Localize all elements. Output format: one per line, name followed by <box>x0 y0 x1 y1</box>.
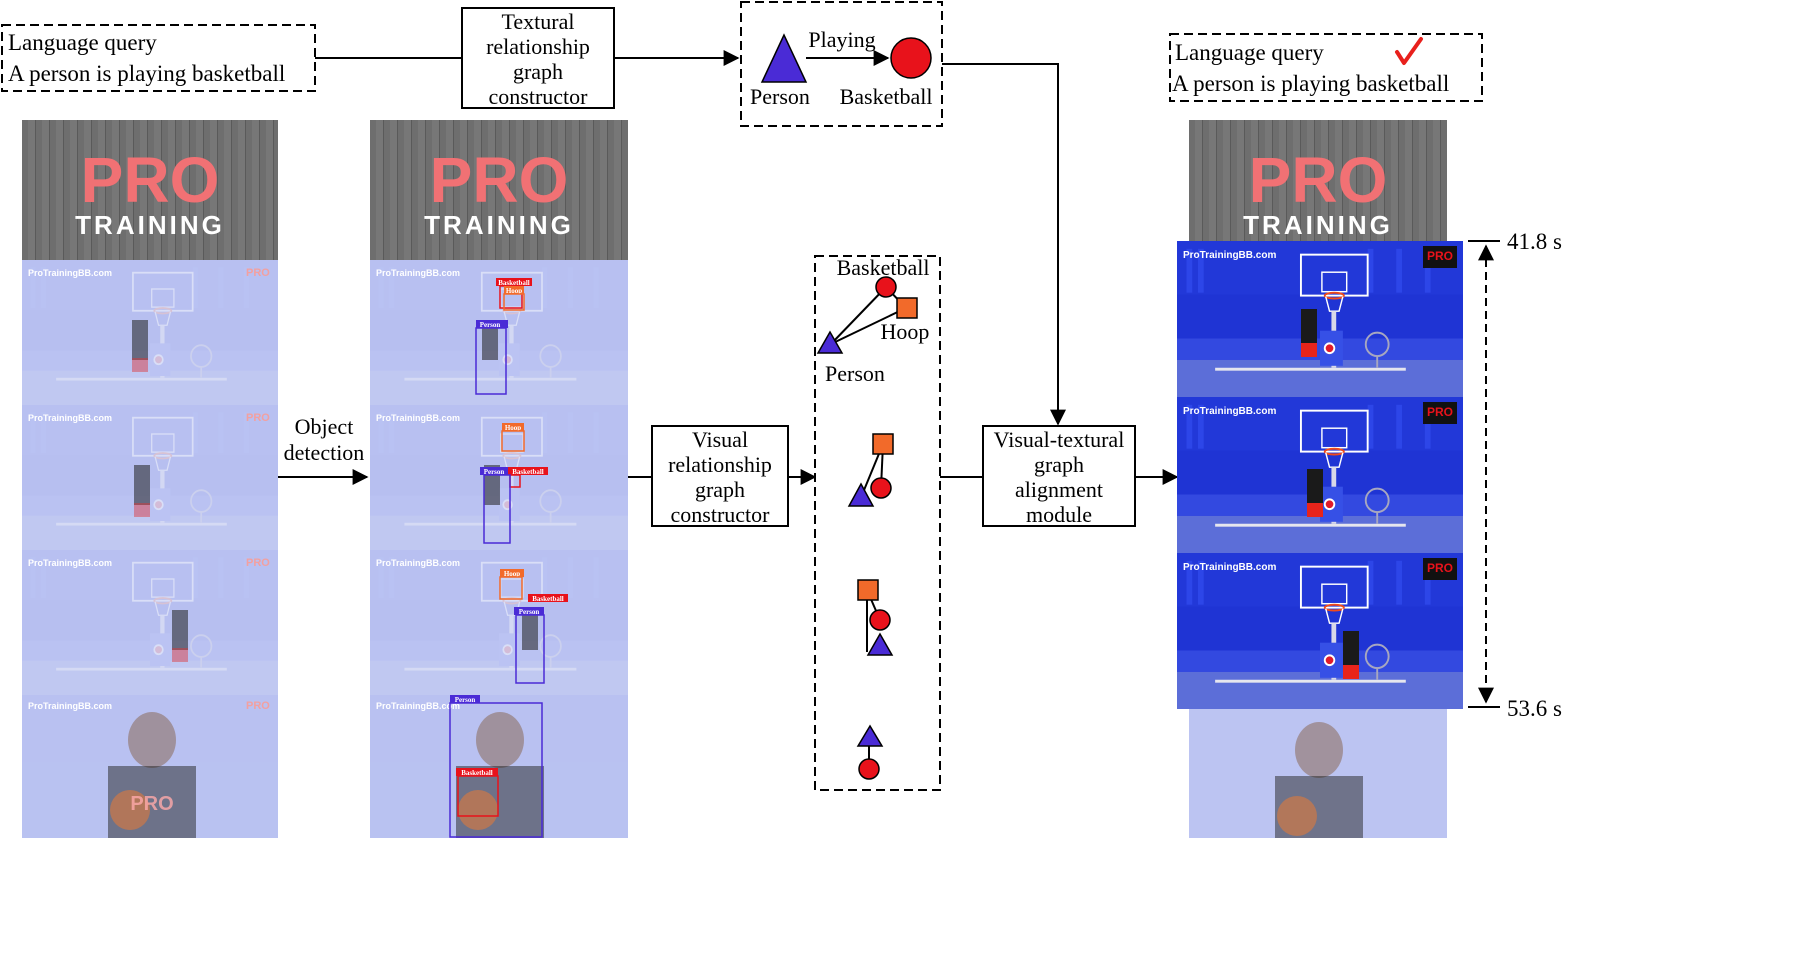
det-basketball-4: Basketball <box>461 769 493 777</box>
badge-2: PRO <box>246 412 270 424</box>
video-frames-highlighted: ProTrainingBB.com ProTrainingBB.com ProT… <box>1177 241 1463 709</box>
watermark-4: ProTrainingBB.com <box>28 701 112 711</box>
det-person-4: Person <box>455 696 476 704</box>
badge-o1: PRO <box>1427 249 1453 263</box>
watermark-1: ProTrainingBB.com <box>28 268 112 278</box>
vg3-person-icon <box>866 632 894 656</box>
badge-4: PRO <box>246 700 270 712</box>
visual-constructor-line2: relationship <box>668 452 772 477</box>
visual-constructor-line4: constructor <box>671 502 771 527</box>
vg1-hoop-icon <box>896 297 918 319</box>
query-input-title: Language query <box>8 30 157 55</box>
video-frames-output: PRO TRAINING <box>1189 120 1447 838</box>
query-output-box: Language query A person is playing baske… <box>1169 33 1483 102</box>
textual-constructor-line2: relationship <box>486 34 590 59</box>
vg1-basketball-label: Basketball <box>837 255 930 280</box>
detections-frame-2: Hoop Person Basketball <box>480 423 548 544</box>
vg4-person-icon <box>856 724 884 747</box>
brand-top-2: PRO <box>430 144 569 216</box>
det-hoop-1: Hoop <box>506 287 522 295</box>
object-detection-line1: Object <box>295 414 354 439</box>
watermark-d1: ProTrainingBB.com <box>376 268 460 278</box>
vg2-basketball-icon <box>870 477 892 499</box>
textual-constructor-line4: constructor <box>489 84 589 109</box>
det-basketball-3: Basketball <box>532 595 564 603</box>
vg2-person-icon <box>847 482 875 507</box>
edge-textgraph-to-alignment <box>942 63 1066 426</box>
visual-graph-2 <box>847 433 894 507</box>
textual-graph-constructor: Textural relationship graph constructor <box>461 7 615 109</box>
watermark-d4: ProTrainingBB.com <box>376 701 460 711</box>
check-mark-icon <box>1395 37 1423 65</box>
vg4-basketball-icon <box>858 758 880 780</box>
brand-bottom-2: TRAINING <box>424 210 574 240</box>
object-detection-line2: detection <box>284 440 365 465</box>
watermark-o3: ProTrainingBB.com <box>1183 562 1276 573</box>
alignment-module: Visual-textural graph alignment module <box>982 425 1136 527</box>
visual-constructor-line3: graph <box>695 477 745 502</box>
query-output-title: Language query <box>1175 40 1324 65</box>
detections-frame-3: Hoop Basketball Person <box>499 569 568 684</box>
brand-bottom: TRAINING <box>75 210 225 240</box>
watermark-d3: ProTrainingBB.com <box>376 558 460 568</box>
watermark-2: ProTrainingBB.com <box>28 413 112 423</box>
video-frames-detected: PRO TRAINING ProTrainingBB.com ProTraini… <box>370 120 628 838</box>
det-hoop-3: Hoop <box>504 570 520 578</box>
brand-top-3: PRO <box>1249 144 1388 216</box>
visual-constructor-line1: Visual <box>692 427 748 452</box>
visual-graphs-box: Basketball Hoop Person <box>814 255 941 791</box>
vg1-basketball-icon <box>875 276 897 298</box>
visual-graph-3 <box>857 579 894 656</box>
video-frames-original: PRO TRAINING PRO ProTrainingBB.com ProTr… <box>22 120 278 838</box>
query-output-text: A person is playing basketball <box>1172 71 1449 96</box>
textual-constructor-line1: Textural <box>502 9 575 34</box>
object-label: Basketball <box>840 84 933 109</box>
vg2-hoop-icon <box>872 433 894 455</box>
vg1-person-label: Person <box>825 361 885 386</box>
det-person-2: Person <box>484 468 505 476</box>
badge-3: PRO <box>246 557 270 569</box>
vg3-hoop-icon <box>857 579 879 601</box>
end-time: 53.6 s <box>1507 696 1562 721</box>
brand-top: PRO <box>81 144 220 216</box>
textual-graph-box: Playing Person Basketball <box>740 1 943 127</box>
alignment-line3: alignment <box>1015 477 1103 502</box>
alignment-line4: module <box>1026 502 1092 527</box>
basketball-node-icon <box>890 37 932 79</box>
time-range: 41.8 s 53.6 s <box>1468 229 1562 721</box>
detections-frame-4: Person Basketball <box>449 695 543 838</box>
badge-1: PRO <box>246 267 270 279</box>
query-input-text: A person is playing basketball <box>8 61 285 86</box>
subject-label: Person <box>750 84 810 109</box>
jersey-top: PRO <box>130 793 173 815</box>
brand-bottom-3: TRAINING <box>1243 210 1393 240</box>
relation-label: Playing <box>808 27 875 52</box>
vg1-hoop-label: Hoop <box>881 319 930 344</box>
visual-graph-4 <box>856 724 884 780</box>
det-basketball-1: Basketball <box>498 279 530 287</box>
alignment-line1: Visual-textural <box>994 427 1125 452</box>
watermark-3: ProTrainingBB.com <box>28 558 112 568</box>
watermark-o1: ProTrainingBB.com <box>1183 250 1276 261</box>
vg3-basketball-icon <box>869 609 891 631</box>
badge-o2: PRO <box>1427 405 1453 419</box>
badge-o3: PRO <box>1427 561 1453 575</box>
det-hoop-2: Hoop <box>505 424 521 432</box>
det-basketball-2: Basketball <box>512 468 544 476</box>
alignment-line2: graph <box>1034 452 1084 477</box>
textual-constructor-line3: graph <box>513 59 563 84</box>
visual-graph-constructor: Visual relationship graph constructor <box>651 425 789 527</box>
detections-frame-1: Basketball Hoop Person <box>475 278 532 395</box>
det-person-1: Person <box>480 321 501 329</box>
person-node-icon <box>760 33 808 83</box>
watermark-o2: ProTrainingBB.com <box>1183 406 1276 417</box>
start-time: 41.8 s <box>1507 229 1562 254</box>
det-person-3: Person <box>519 608 540 616</box>
query-input-box: Language query A person is playing baske… <box>1 24 316 92</box>
watermark-d2: ProTrainingBB.com <box>376 413 460 423</box>
vg1-person-icon <box>816 330 844 354</box>
visual-graph-1: Basketball Hoop Person <box>816 255 930 386</box>
